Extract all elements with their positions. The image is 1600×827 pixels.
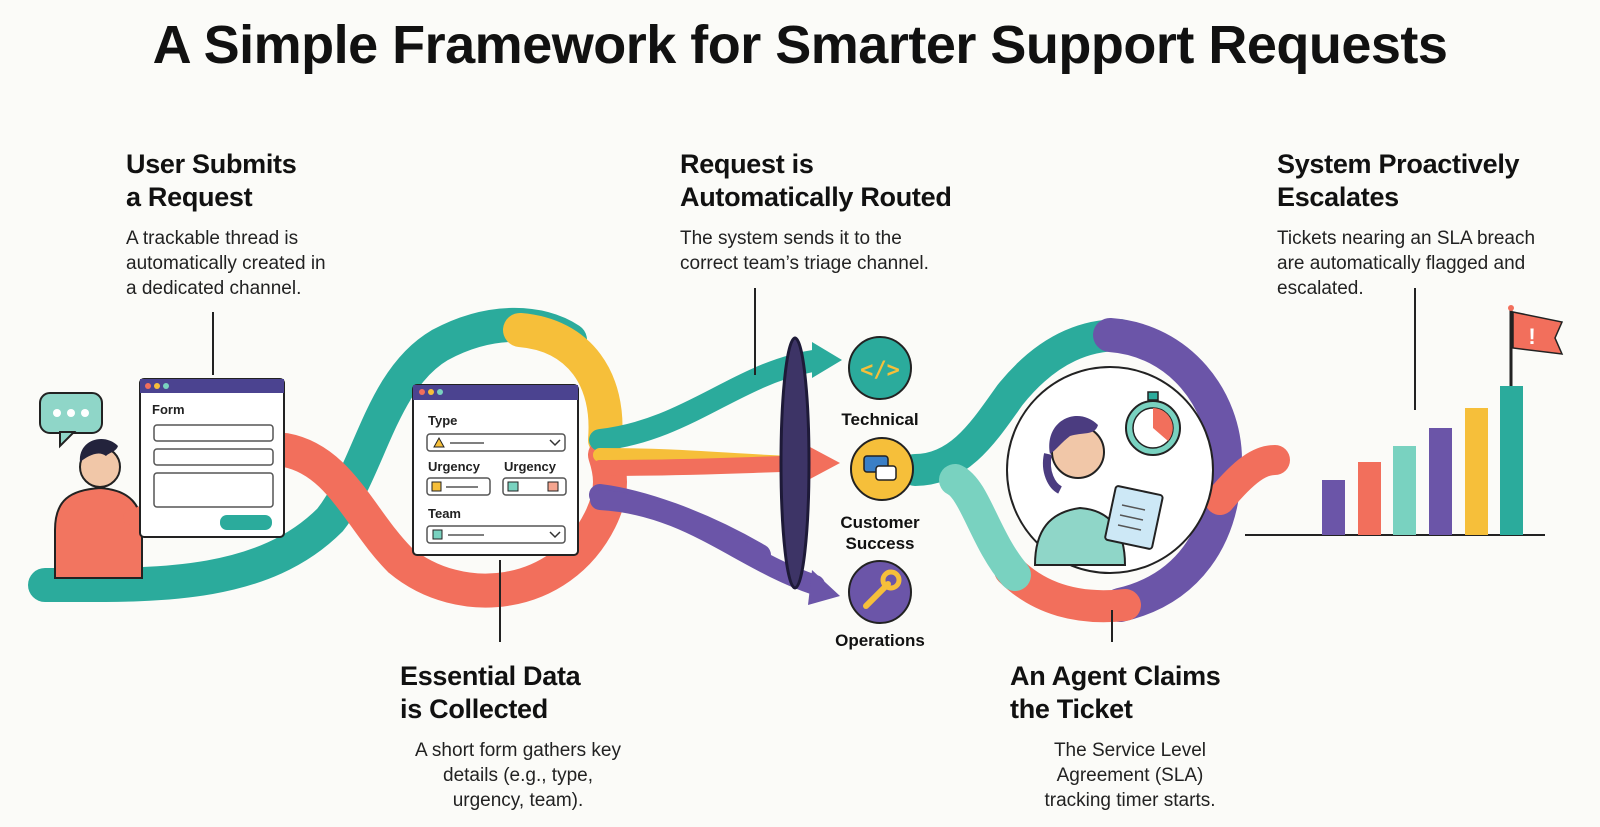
stopwatch-icon: [1125, 391, 1181, 456]
step-heading: System Proactively Escalates: [1277, 148, 1577, 214]
description-line: urgency, team).: [452, 790, 584, 811]
flag-icon: !: [1508, 305, 1564, 386]
chat-bubbles-icon: [850, 437, 914, 501]
heading-line: An Agent Claims: [1010, 661, 1221, 691]
description-line: Agreement (SLA): [1056, 765, 1204, 786]
coral-tail: [1205, 445, 1290, 515]
step-data-collected: Essential Data is Collected A short form…: [398, 660, 638, 813]
arrow-cs: [810, 447, 840, 479]
type-field-label: Type: [428, 413, 458, 428]
step-description: The system sends it to the correct team’…: [680, 226, 1000, 276]
step-description: Tickets nearing an SLA breach are automa…: [1277, 226, 1577, 301]
description-line: correct team’s triage channel.: [680, 253, 929, 274]
agent-ring-teal: [899, 319, 1136, 486]
svg-text:</>: </>: [860, 358, 900, 383]
step-description: A short form gathers key details (e.g., …: [398, 738, 638, 813]
team-field-label: Team: [428, 506, 461, 521]
chat-bubble-icon: [39, 392, 103, 449]
escalation-bars: [1245, 386, 1545, 536]
description-line: A trackable thread is: [126, 228, 299, 249]
description-line: The Service Level: [1053, 740, 1207, 761]
description-line: automatically created in: [126, 253, 326, 274]
step-heading: Essential Data is Collected: [398, 660, 638, 726]
description-line: escalated.: [1277, 278, 1364, 299]
step-system-escalates: System Proactively Escalates Tickets nea…: [1277, 148, 1577, 301]
heading-line: is Collected: [400, 694, 548, 724]
teal-ribbon: [28, 307, 587, 603]
step-heading: An Agent Claims the Ticket: [1010, 660, 1260, 726]
heading-line: Request is: [680, 149, 814, 179]
description-line: tracking timer starts.: [1044, 790, 1216, 811]
urgency-field-label-1: Urgency: [428, 459, 481, 474]
agent-ring-lightteal: [939, 464, 1031, 591]
step-description: A trackable thread is automatically crea…: [126, 226, 386, 301]
route-label-operations: Operations: [835, 631, 925, 650]
description-line: Tickets nearing an SLA breach: [1277, 228, 1536, 249]
description-line: details (e.g., type,: [443, 765, 593, 786]
heading-line: User Submits: [126, 149, 297, 179]
heading-line: the Ticket: [1010, 694, 1133, 724]
data-collection-form: [412, 384, 579, 556]
heading-line: System Proactively: [1277, 149, 1520, 179]
description-line: The system sends it to the: [680, 228, 902, 249]
flag-icon-mark: !: [1528, 324, 1535, 349]
heading-line: Automatically Routed: [680, 182, 952, 212]
page-title: A Simple Framework for Smarter Support R…: [152, 15, 1448, 75]
route-label-technical: Technical: [841, 410, 919, 429]
request-form-window: [139, 378, 285, 538]
form-label: Form: [152, 402, 185, 417]
arrow-technical: [812, 342, 842, 378]
urgency-field-label-2: Urgency: [504, 459, 557, 474]
heading-line: Essential Data: [400, 661, 581, 691]
yellow-ribbon: [503, 313, 623, 457]
wrench-icon: [848, 560, 912, 624]
step-user-submits: User Submits a Request A trackable threa…: [126, 148, 386, 301]
agent-avatar-illustration: [1033, 416, 1164, 566]
agent-ring-purple: [1093, 318, 1243, 622]
step-heading: Request is Automatically Routed: [680, 148, 1000, 214]
route-label-cs-line1: Customer: [840, 513, 920, 532]
description-line: A short form gathers key: [415, 740, 621, 761]
arrow-ops: [808, 570, 840, 605]
heading-line: Escalates: [1277, 182, 1399, 212]
step-agent-claims: An Agent Claims the Ticket The Service L…: [1010, 660, 1260, 813]
route-label-cs-line2: Success: [845, 534, 915, 553]
step-request-routed: Request is Automatically Routed The syst…: [680, 148, 1000, 276]
route-label-customer-success: Customer Success: [820, 512, 940, 554]
description-line: a dedicated channel.: [126, 278, 302, 299]
heading-line: a Request: [126, 182, 253, 212]
router-lens: [779, 336, 811, 590]
step-description: The Service Level Agreement (SLA) tracki…: [1000, 738, 1260, 813]
description-line: are automatically flagged and: [1277, 253, 1526, 274]
code-icon: </>: [848, 336, 912, 400]
step-heading: User Submits a Request: [126, 148, 386, 214]
